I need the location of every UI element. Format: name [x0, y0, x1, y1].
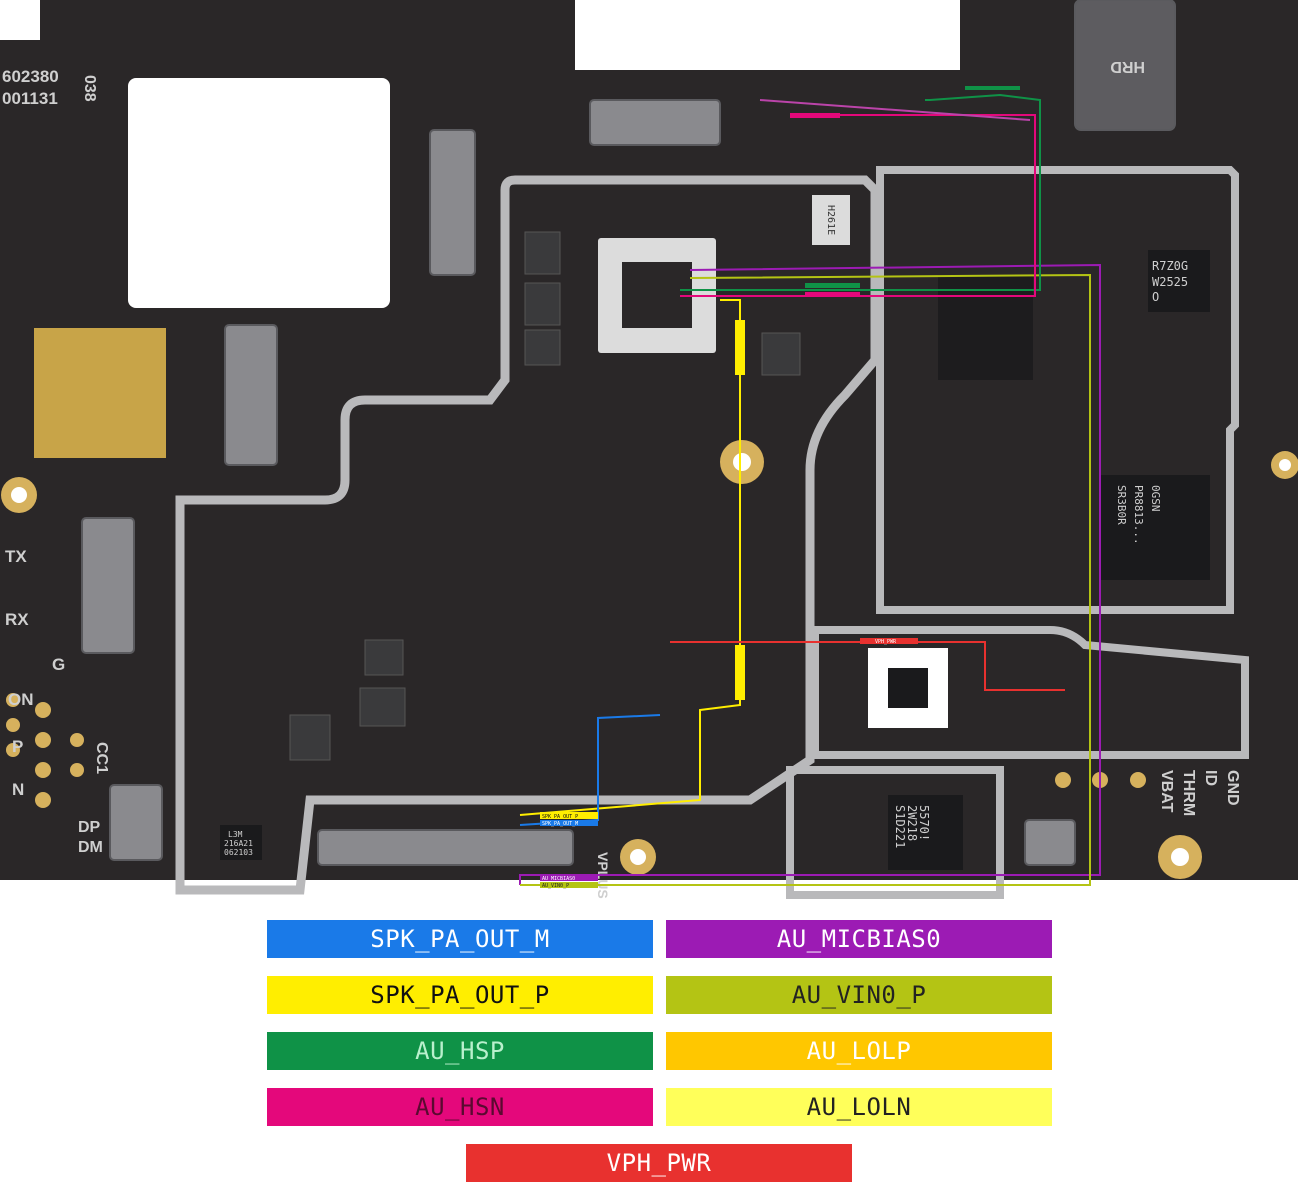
cutout-top-left — [0, 0, 40, 40]
ic-right-center — [938, 275, 1033, 380]
connectors — [81, 0, 1176, 866]
trace-au-vin0-p — [520, 273, 1091, 886]
silk-602380: 602380 — [2, 67, 59, 86]
trace-au-micbias0 — [519, 263, 1101, 885]
chip-5570: 5570! — [917, 805, 931, 841]
cutout-window — [128, 78, 390, 308]
legend-spk-pa-out-p: SPK_PA_OUT_P — [267, 976, 653, 1014]
legend-label: VPH_PWR — [606, 1149, 712, 1177]
test-pads-left — [6, 693, 1146, 808]
chip-sr3b0r: SR3B0R — [1115, 485, 1128, 525]
chip-pr8813: PR8813... — [1132, 485, 1145, 545]
chip-l3m: L3M — [228, 830, 243, 839]
silk-n: N — [12, 780, 24, 799]
pcb-board: 602380 001131 TX RX G ON P N CC1 DP DM 0… — [0, 0, 1298, 905]
trace-highlights — [735, 86, 1020, 700]
silk-cc1: CC1 — [93, 742, 110, 774]
ic-right-top — [1148, 250, 1210, 312]
shield-left — [175, 175, 880, 895]
silk-id: ID — [1202, 770, 1219, 786]
silk-hrd: HRD — [1110, 58, 1145, 75]
cap-h261e — [812, 195, 850, 245]
shield-right — [876, 166, 1239, 614]
trace-vph-pwr — [670, 641, 1065, 691]
silk-038: 038 — [81, 75, 98, 102]
legend-label: AU_MICBIAS0 — [776, 925, 942, 953]
chip-o: O — [1152, 290, 1159, 304]
chip-w2525: W2525 — [1152, 275, 1188, 289]
chip-216a21: 216A21 — [224, 839, 253, 848]
ic-small-left — [220, 825, 262, 860]
shield-bottom-right — [811, 626, 1249, 759]
chip-2w218: 2W218 — [905, 805, 919, 841]
trace-spk-pa-out-p — [519, 299, 741, 816]
silk-vbat: VBAT — [1158, 770, 1175, 813]
legend-au-hsp: AU_HSP — [267, 1032, 653, 1070]
legend-label: AU_HSN — [415, 1093, 505, 1121]
legend-au-loln: AU_LOLN — [666, 1088, 1052, 1126]
silk-dp: DP — [78, 819, 101, 836]
silk-tx: TX — [5, 547, 27, 566]
legend-au-lolp: AU_LOLP — [666, 1032, 1052, 1070]
tag-spk-pa-out-p: SPK_PA_OUT_P — [542, 814, 578, 820]
legend-label: AU_LOLP — [806, 1037, 912, 1065]
silk-on: ON — [8, 690, 34, 709]
gold-pad — [34, 328, 166, 458]
legend-label: AU_LOLN — [806, 1093, 912, 1121]
legend-au-vin0-p: AU_VIN0_P — [666, 976, 1052, 1014]
legend-label: SPK_PA_OUT_P — [370, 981, 550, 1009]
ic-bottom — [888, 795, 963, 870]
tag-spk-pa-out-m: SPK_PA_OUT_M — [542, 821, 578, 827]
ic-qfn-core — [888, 668, 928, 708]
silk-dm: DM — [78, 839, 103, 856]
silk-rx: RX — [5, 610, 29, 629]
silk-gnd: GND — [1224, 770, 1241, 806]
tag-vph-pwr: VPH_PWR — [875, 639, 897, 645]
legend-label: AU_VIN0_P — [791, 981, 927, 1009]
chip-r7z0g: R7Z0G — [1152, 259, 1188, 273]
inductors — [289, 231, 801, 761]
legend-label: SPK_PA_OUT_M — [370, 925, 550, 953]
silk-thrm: THRM — [1180, 770, 1197, 816]
chip-0gsn: 0GSN — [1149, 485, 1162, 512]
cutout-top — [575, 0, 960, 70]
signal-traces — [519, 93, 1101, 886]
legend-vph-pwr: VPH_PWR — [466, 1144, 852, 1182]
legend-label: AU_HSP — [415, 1037, 505, 1065]
legend-spk-pa-out-m: SPK_PA_OUT_M — [267, 920, 653, 958]
silk-001131: 001131 — [2, 89, 58, 108]
legend-au-micbias0: AU_MICBIAS0 — [666, 920, 1052, 958]
shield-small — [786, 766, 1004, 899]
silk-p: P — [12, 737, 23, 756]
trace-au-hsp — [680, 93, 1041, 291]
mounting-holes — [1, 440, 1298, 879]
chip-s1d221: S1D221 — [893, 805, 907, 848]
tag-au-vin0-p: AU_VIN0_P — [542, 883, 569, 889]
chip-h261e: H261E — [825, 205, 836, 235]
silk-g: G — [52, 655, 65, 674]
legend-au-hsn: AU_HSN — [267, 1088, 653, 1126]
signal-legend: SPK_PA_OUT_M AU_MICBIAS0 SPK_PA_OUT_P AU… — [0, 905, 1298, 1197]
trace-au-hsp-link — [759, 99, 1031, 121]
tag-au-micbias0: AU_MICBIAS0 — [542, 876, 575, 882]
trace-tags: SPK_PA_OUT_P SPK_PA_OUT_M AU_MICBIAS0 AU… — [540, 638, 918, 889]
chip-062103: 062103 — [224, 848, 253, 857]
ic-right-mid — [1100, 475, 1210, 580]
